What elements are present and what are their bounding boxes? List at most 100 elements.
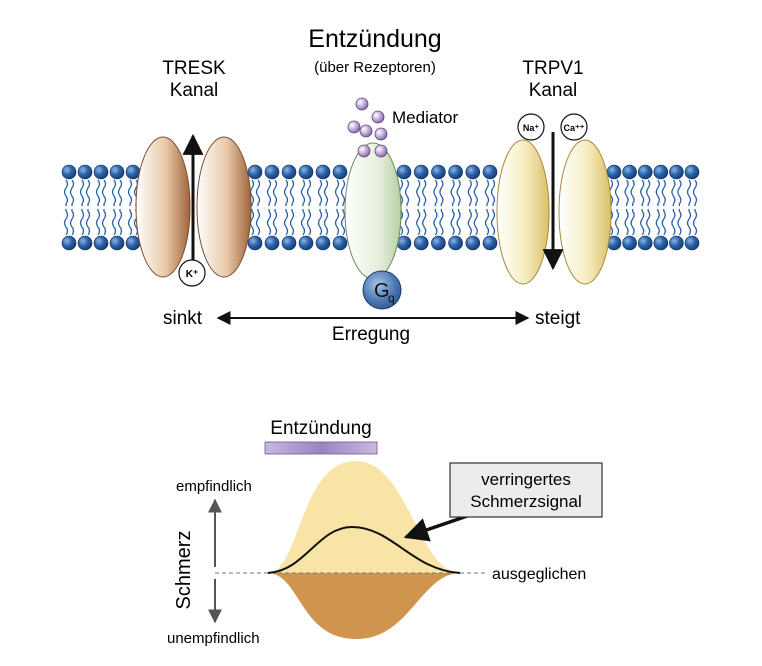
lipid-tail	[317, 179, 323, 206]
trpv1-label-line2: Kanal	[529, 80, 578, 101]
lipid-head	[61, 235, 77, 251]
lipid-tail	[117, 179, 123, 206]
lipid-tail	[416, 209, 421, 236]
lipid-head	[315, 235, 331, 251]
lipid-tail	[289, 209, 295, 236]
trpv1-label-line1: TRPV1	[522, 58, 583, 79]
mediator-molecule	[371, 110, 385, 124]
lipid-tail	[111, 179, 117, 206]
increase-label: steigt	[535, 308, 581, 329]
lipid-head	[281, 164, 297, 180]
lipid-tail	[686, 209, 692, 236]
lipid-head	[448, 164, 463, 180]
net-pain-curve	[267, 525, 461, 574]
calcium-ion	[560, 113, 588, 141]
lipid-tail	[450, 209, 455, 236]
inflammation-bar	[264, 441, 378, 455]
lipid-tail	[69, 209, 75, 236]
lipid-tail	[646, 179, 651, 206]
lipid-tail	[671, 179, 676, 206]
lipid-head	[669, 235, 684, 251]
lipid-head	[637, 235, 653, 251]
lipid-head	[465, 164, 481, 180]
lipid-tail	[439, 209, 444, 236]
lipid-tail	[127, 209, 133, 236]
lipid-tail	[671, 209, 676, 236]
inflammation-bar-label: Entzündung	[270, 418, 371, 439]
lipid-bilayer	[61, 164, 700, 251]
mediator-molecule	[347, 120, 361, 134]
potassium-ion-label: K⁺	[186, 269, 199, 280]
lipid-tail	[433, 209, 438, 236]
lipid-head	[396, 164, 412, 180]
lipid-tail	[692, 179, 698, 206]
lipid-tail	[85, 209, 91, 236]
yaxis-bottom-label: unempfindlich	[167, 630, 260, 647]
lipid-head	[125, 235, 141, 251]
mediator-molecules	[347, 97, 388, 158]
lipid-head	[622, 164, 637, 180]
lipid-tail	[490, 179, 496, 206]
lipid-tail	[630, 209, 635, 236]
lipid-head	[637, 164, 653, 180]
potassium-ion	[178, 259, 206, 287]
inflammation-title: Entzündung	[308, 25, 441, 53]
lipid-tail	[283, 179, 289, 206]
callout-line2: Schmerzsignal	[470, 492, 582, 511]
lipid-tail	[655, 179, 660, 206]
sodium-ion	[517, 113, 545, 141]
gq-label: G	[374, 280, 390, 302]
lipid-tail	[255, 179, 261, 206]
lipid-tail	[266, 179, 272, 206]
sodium-ion-label: Na⁺	[523, 123, 540, 133]
lipid-head	[431, 235, 446, 251]
lipid-head	[413, 164, 429, 180]
lipid-head	[332, 164, 348, 180]
lipid-tail	[63, 179, 69, 206]
lipid-tail	[340, 179, 346, 206]
lipid-tail	[416, 179, 421, 206]
lipid-tail	[624, 179, 629, 206]
lipid-tail	[467, 179, 472, 206]
lipid-tail	[300, 209, 306, 236]
gq-protein: G q	[362, 270, 402, 310]
lipid-head	[465, 235, 481, 251]
lipid-tail	[640, 209, 645, 236]
mediator-molecule	[357, 144, 371, 158]
lipid-tail	[404, 179, 410, 206]
lipid-tail	[661, 209, 666, 236]
lipid-tail	[630, 179, 635, 206]
lipid-head	[332, 235, 348, 251]
lipid-tail	[456, 179, 461, 206]
lipid-head	[93, 235, 109, 251]
lipid-head	[247, 164, 263, 180]
lipid-head	[606, 164, 622, 180]
lipid-tail	[614, 209, 620, 236]
lipid-head	[622, 235, 637, 251]
lipid-tail	[323, 179, 329, 206]
lipid-tail	[677, 179, 682, 206]
lipid-tail	[677, 209, 682, 236]
lipid-tail	[127, 179, 133, 206]
tresk-subunit-left	[135, 136, 191, 278]
lipid-head	[125, 164, 141, 180]
lipid-head	[315, 164, 331, 180]
lipid-tail	[433, 179, 438, 206]
lipid-tail	[101, 179, 107, 206]
lipid-head	[281, 235, 297, 251]
tresk-label-line2: Kanal	[170, 80, 219, 101]
receptor	[344, 142, 402, 280]
lipid-tail	[484, 179, 490, 206]
callout-box	[449, 462, 603, 518]
lipid-head	[684, 235, 700, 251]
tresk-label-line1: TRESK	[162, 58, 226, 79]
mediator-molecule	[374, 127, 388, 141]
lipid-tail	[422, 209, 427, 236]
lipid-head	[653, 235, 669, 251]
lipid-head	[482, 235, 498, 251]
lipid-tail	[95, 179, 101, 206]
lipid-tail	[334, 179, 340, 206]
lipid-tail	[334, 209, 340, 236]
lipid-head	[482, 164, 498, 180]
calcium-ion-label: Ca⁺⁺	[563, 123, 584, 133]
